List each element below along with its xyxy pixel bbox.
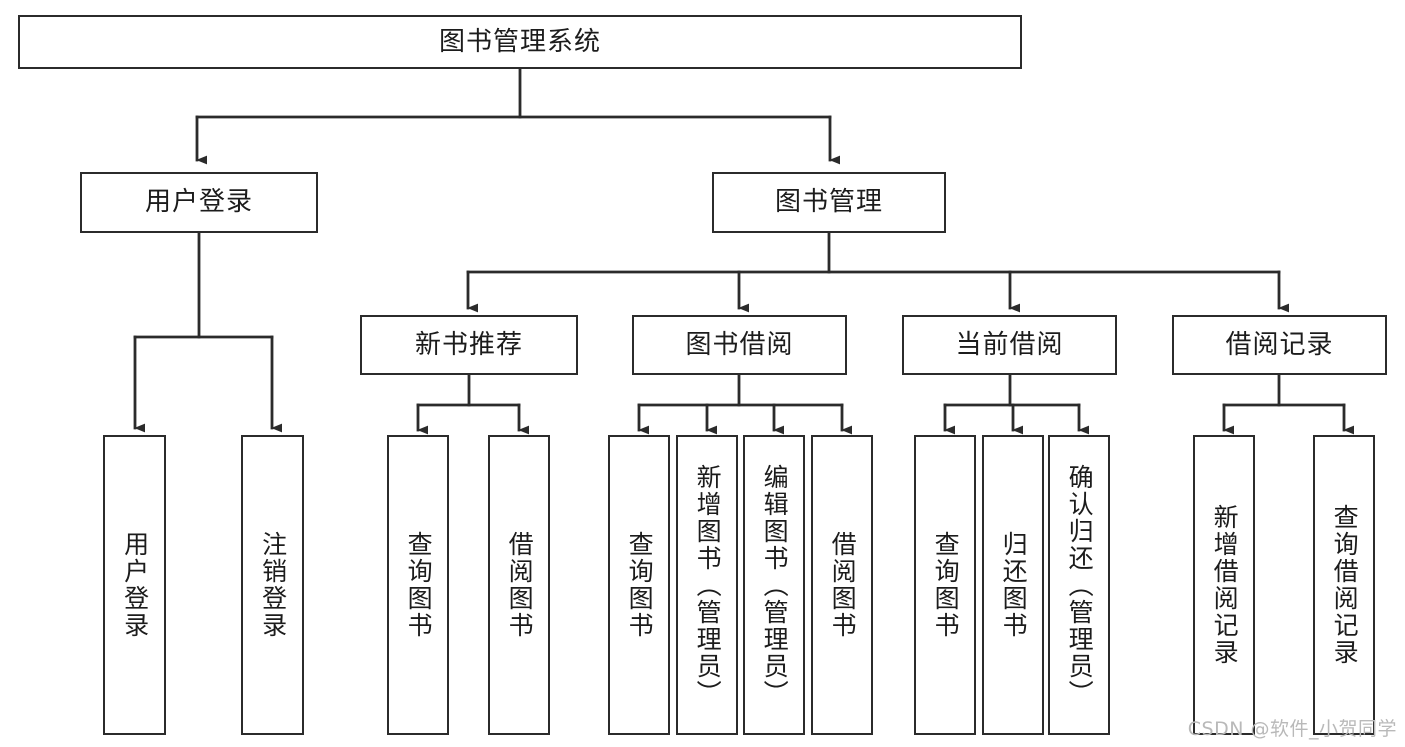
node-leaf-user-login[interactable]: 用户登录	[103, 435, 166, 735]
node-label: 新增图书（管理员）	[693, 463, 723, 707]
csdn-watermark: CSDN @软件_小贺同学	[1187, 718, 1397, 740]
node-leaf-edit-book-admin[interactable]: 编辑图书（管理员）	[743, 435, 805, 735]
node-label: 新增借阅记录	[1210, 504, 1240, 666]
node-label: 图书管理系统	[438, 26, 601, 57]
node-leaf-query-book-recommend[interactable]: 查询图书	[387, 435, 449, 735]
node-label: 注销登录	[258, 531, 288, 639]
node-leaf-borrow-book[interactable]: 借阅图书	[811, 435, 873, 735]
node-borrow-record[interactable]: 借阅记录	[1172, 315, 1387, 375]
node-label: 查询图书	[931, 531, 961, 639]
node-label: 查询借阅记录	[1330, 504, 1360, 666]
node-leaf-borrow-book-recommend[interactable]: 借阅图书	[488, 435, 550, 735]
node-label: 查询图书	[404, 531, 434, 639]
node-label: 借阅图书	[828, 531, 858, 639]
node-leaf-return-book[interactable]: 归还图书	[982, 435, 1044, 735]
node-leaf-confirm-return-admin[interactable]: 确认归还（管理员）	[1048, 435, 1110, 735]
node-label: 图书管理	[774, 187, 883, 218]
node-new-book-recommend[interactable]: 新书推荐	[360, 315, 578, 375]
node-user-login[interactable]: 用户登录	[80, 172, 318, 233]
node-leaf-logout[interactable]: 注销登录	[241, 435, 304, 735]
node-label: 当前借阅	[955, 329, 1064, 360]
node-label: 查询图书	[625, 531, 655, 639]
node-label: 借阅图书	[505, 531, 535, 639]
node-leaf-query-borrow-record[interactable]: 查询借阅记录	[1313, 435, 1375, 735]
node-label: 编辑图书（管理员）	[760, 463, 790, 707]
node-label: 用户登录	[120, 531, 150, 639]
node-label: 新书推荐	[414, 329, 523, 360]
node-book-management[interactable]: 图书管理	[712, 172, 946, 233]
node-leaf-query-book-borrow[interactable]: 查询图书	[608, 435, 670, 735]
node-label: 图书借阅	[685, 329, 794, 360]
node-label: 借阅记录	[1225, 329, 1334, 360]
node-leaf-add-borrow-record[interactable]: 新增借阅记录	[1193, 435, 1255, 735]
node-leaf-add-book-admin[interactable]: 新增图书（管理员）	[676, 435, 738, 735]
node-label: 确认归还（管理员）	[1065, 463, 1095, 707]
node-label: 归还图书	[999, 531, 1029, 639]
node-label: 用户登录	[144, 187, 253, 218]
node-leaf-query-book-current[interactable]: 查询图书	[914, 435, 976, 735]
node-current-borrow[interactable]: 当前借阅	[902, 315, 1117, 375]
node-book-borrow[interactable]: 图书借阅	[632, 315, 847, 375]
node-root-system[interactable]: 图书管理系统	[18, 15, 1022, 69]
